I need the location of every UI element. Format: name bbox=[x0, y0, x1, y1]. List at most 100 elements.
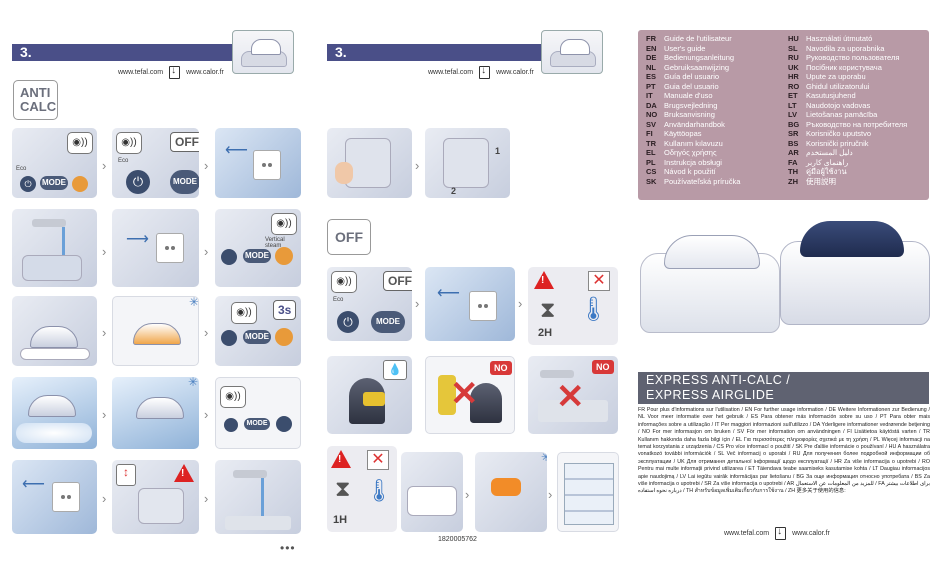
wall-socket-icon bbox=[469, 291, 497, 321]
chevron-right-icon: › bbox=[204, 491, 209, 506]
steam-button-icon bbox=[275, 328, 293, 346]
chevron-right-icon: › bbox=[518, 296, 523, 311]
sound-wave-icon: ◉)) bbox=[231, 302, 257, 324]
language-code: SL bbox=[788, 43, 798, 53]
chevron-right-icon: › bbox=[102, 491, 107, 506]
storage-warning-panel: ! ✕ ⧗ 🌡 1H bbox=[327, 446, 397, 532]
language-code: FR bbox=[646, 34, 656, 43]
collector-panel-1 bbox=[327, 128, 412, 198]
language-code: NO bbox=[646, 110, 658, 119]
tefal-link[interactable]: www.tefal.com bbox=[724, 530, 770, 537]
language-code: BG bbox=[788, 119, 800, 129]
power-icon bbox=[221, 330, 237, 346]
language-guide-name: راهنمای کاربر bbox=[806, 157, 849, 167]
language-guide-name: 使用説明 bbox=[806, 176, 836, 186]
tefal-link[interactable]: www.tefal.com bbox=[428, 69, 474, 76]
language-guide-name: Ghidul utilizatorului bbox=[806, 81, 870, 91]
more-dots: ••• bbox=[280, 541, 296, 555]
language-code: LV bbox=[788, 110, 798, 119]
language-guide-name: Naudotojo vadovas bbox=[806, 100, 871, 110]
language-code: LT bbox=[788, 100, 797, 110]
storage-panel-1 bbox=[401, 452, 463, 532]
step-panel-5: ⟶ bbox=[112, 209, 199, 287]
language-guide-name: Manuale d'uso bbox=[664, 91, 713, 100]
language-code: SK bbox=[646, 176, 657, 186]
chevron-right-icon: › bbox=[204, 325, 209, 340]
calor-link[interactable]: www.calor.fr bbox=[792, 530, 830, 537]
language-code: FA bbox=[788, 157, 798, 167]
language-guide-name: Guide de l'utilisateur bbox=[664, 34, 732, 43]
asterisk-icon: ✳ bbox=[189, 296, 199, 309]
step-panel-13: ⟵ bbox=[12, 460, 97, 534]
language-guide-name: Посібник користувача bbox=[806, 62, 882, 72]
anticalc-label: ANTI CALC bbox=[13, 80, 58, 120]
arrow-left-icon: ⟵ bbox=[437, 285, 460, 302]
calor-link[interactable]: www.calor.fr bbox=[186, 69, 224, 76]
language-item: PL Instrukcja obsługi bbox=[646, 158, 740, 168]
power-icon: ⏻ bbox=[126, 170, 150, 194]
iron-icon bbox=[136, 397, 184, 419]
language-item: NO Bruksanvisning bbox=[646, 110, 740, 120]
step-panel-4 bbox=[12, 209, 97, 287]
sponge-icon bbox=[363, 392, 385, 406]
language-guide-name: Brugsvejledning bbox=[664, 100, 718, 110]
language-code: DA bbox=[646, 100, 657, 110]
language-guide-name: Bruksanvisning bbox=[664, 110, 715, 119]
sink bbox=[225, 516, 291, 530]
chevron-right-icon: › bbox=[415, 296, 420, 311]
language-guide-name: Руководство пользователя bbox=[806, 53, 900, 62]
product-title: EXPRESS ANTI-CALC / EXPRESS AIRGLIDE bbox=[638, 372, 929, 404]
collector-body bbox=[345, 138, 391, 188]
language-guide-name: Instrukcja obsługi bbox=[664, 157, 722, 167]
calor-link[interactable]: www.calor.fr bbox=[496, 69, 534, 76]
water-stream bbox=[62, 227, 65, 267]
chevron-right-icon: › bbox=[415, 158, 420, 173]
sound-wave-icon: ◉)) bbox=[271, 213, 297, 235]
storage-panel-2: ✳ bbox=[475, 452, 547, 532]
generator-base bbox=[407, 486, 457, 516]
language-code: FI bbox=[646, 129, 653, 138]
sound-wave-icon: ◉)) bbox=[67, 132, 93, 154]
sound-wave-icon: ◉)) bbox=[331, 271, 357, 293]
lock-system-icon bbox=[491, 478, 521, 496]
arrow-right-icon: ⟶ bbox=[126, 231, 149, 248]
language-code: PL bbox=[646, 157, 656, 167]
chevron-right-icon: › bbox=[102, 158, 107, 173]
language-guide-name: Használati útmutató bbox=[806, 34, 873, 43]
language-guide-name: Korisnički priručnik bbox=[806, 138, 869, 148]
warning-icon: ! bbox=[331, 450, 351, 468]
language-guide-name: User's guide bbox=[664, 43, 706, 53]
tefal-link[interactable]: www.tefal.com bbox=[118, 69, 164, 76]
chevron-right-icon: › bbox=[204, 158, 209, 173]
collector-body bbox=[443, 138, 489, 188]
language-guide-name: Guía del usuario bbox=[664, 72, 720, 81]
iron-thumbnail bbox=[541, 30, 603, 74]
sponge-panel: 💧 bbox=[327, 356, 412, 434]
chevron-right-icon: › bbox=[204, 407, 209, 422]
warning-icon: ! bbox=[174, 464, 194, 482]
step-panel-1: ◉)) Eco ⏻ MODE bbox=[12, 128, 97, 198]
language-guide-name: Korisničko uputstvo bbox=[806, 129, 872, 138]
iron-icon bbox=[28, 395, 76, 417]
language-code: SV bbox=[646, 119, 657, 129]
product-images bbox=[630, 205, 934, 365]
warning-icon: ! bbox=[534, 271, 554, 289]
chevron-right-icon: › bbox=[102, 325, 107, 340]
language-item: DA Brugsvejledning bbox=[646, 101, 740, 111]
download-icon bbox=[169, 65, 181, 79]
step-panel-8: ✳ bbox=[112, 296, 199, 366]
hourglass-icon: ⧗ bbox=[335, 476, 351, 501]
steam-button-icon bbox=[276, 416, 292, 432]
